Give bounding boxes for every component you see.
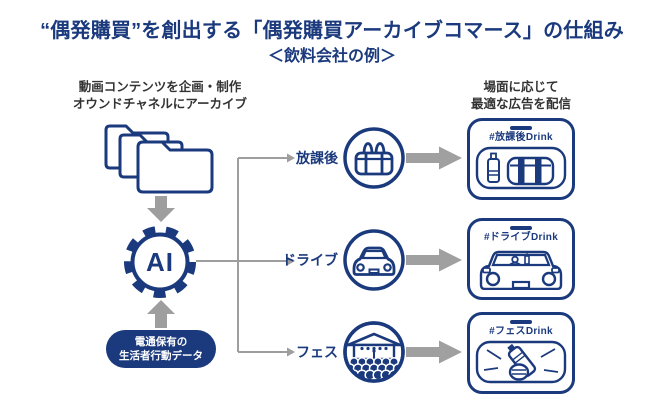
page-subtitle: ＜飲料会社の例＞ [267,48,396,65]
gear-icon [124,226,196,298]
hand-holding-bottle-icon [475,340,567,383]
stacked-folders-icon [104,124,214,194]
data-source-box: 電通保有の 生活者行動データ [106,330,216,368]
phone-speaker-bar [510,126,532,130]
page-title: “偶発購買”を創出する「偶発購買アーカイブコマース」の仕組み [40,20,624,42]
duffel-bag-icon [343,127,405,189]
phone-ad-festival: #フェスDrink [467,312,575,394]
ad-hashtag-drive: #ドライブDrink [483,231,559,243]
right-header-line2: 最適な広告を配信 [470,97,571,111]
scene-label-afterschool: 放課後 [296,150,338,166]
scene-label-festival: フェス [296,344,338,360]
phone-speaker-bar [510,320,532,324]
phone-ad-drive: #ドライブDrink [467,218,575,300]
phone-speaker-bar [510,226,532,230]
bottle-and-bag-icon [475,146,567,189]
branch-connector-lines [196,153,295,357]
right-column-header: 場面に応じて 最適な広告を配信 [446,79,596,113]
thick-arrow-right-icon [406,146,462,170]
data-box-line2: 生活者行動データ [119,350,203,362]
scene-label-drive: ドライブ [282,252,338,268]
arrow-up-icon [147,300,175,328]
thick-arrow-right-icon [406,248,462,272]
left-header-line2: オウンドチャネルにアーカイブ [72,97,248,111]
ai-gear-icon: AI [119,221,201,303]
phone-ad-afterschool: #放課後Drink [467,118,575,200]
left-header-line1: 動画コンテンツを企画・制作 [78,80,242,94]
car-front-icon [343,229,405,291]
festival-stage-icon [343,321,405,383]
car-with-driver-icon [479,250,563,290]
arrow-down-icon [147,196,175,222]
ad-hashtag-afterschool: #放課後Drink [489,131,553,143]
left-column-header: 動画コンテンツを企画・制作 オウンドチャネルにアーカイブ [58,79,262,113]
thick-arrow-right-icon [406,340,462,364]
right-header-line1: 場面に応じて [483,80,559,94]
ad-hashtag-festival: #フェスDrink [489,325,553,337]
data-box-line1: 電通保有の [134,336,188,348]
ai-label: AI [146,246,174,277]
